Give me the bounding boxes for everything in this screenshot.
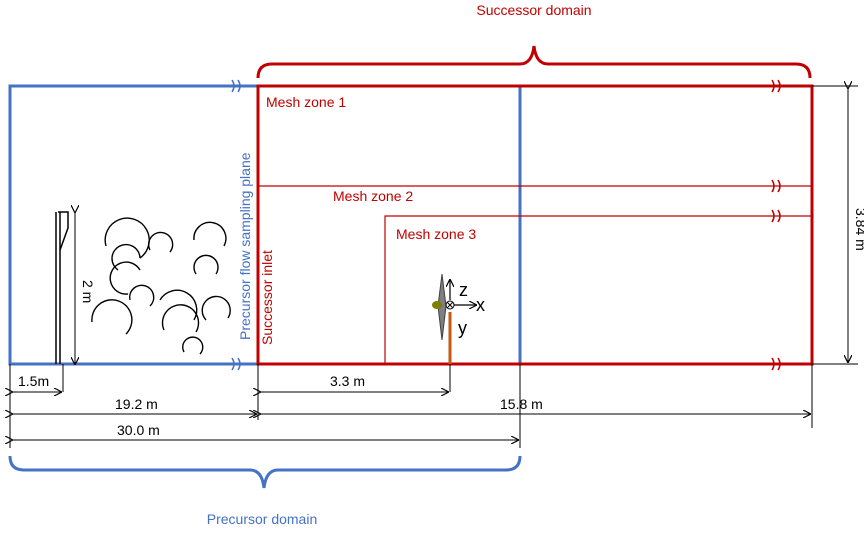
axis-x-label: x bbox=[476, 295, 485, 315]
axis-y-label: y bbox=[458, 318, 467, 338]
turbine-icon bbox=[432, 273, 455, 364]
precursor-sampling-plane-label: Precursor flow sampling plane bbox=[237, 152, 253, 340]
successor-domain-label: Successor domain bbox=[476, 2, 591, 18]
precursor-break-bottom bbox=[231, 357, 241, 371]
successor-brace bbox=[256, 45, 812, 79]
mesh-zone-2-label: Mesh zone 2 bbox=[333, 188, 413, 204]
mesh-zone-3-line bbox=[384, 215, 812, 364]
dim-3-3m-label: 3.3 m bbox=[330, 373, 365, 389]
mesh-zone-1-label: Mesh zone 1 bbox=[266, 94, 346, 110]
successor-domain-box bbox=[256, 84, 814, 366]
dim-19-2m-label: 19.2 m bbox=[115, 396, 158, 412]
successor-break-4 bbox=[771, 357, 781, 371]
dim-1-5m-label: 1.5m bbox=[18, 373, 49, 389]
mesh-zone-3-label: Mesh zone 3 bbox=[396, 226, 476, 242]
successor-break-2 bbox=[771, 179, 781, 193]
precursor-brace bbox=[8, 455, 522, 489]
precursor-domain-label: Precursor domain bbox=[207, 511, 318, 527]
successor-break-3 bbox=[771, 209, 781, 223]
dim-30-0m-label: 30.0 m bbox=[117, 422, 160, 438]
successor-inlet-label: Successor inlet bbox=[259, 250, 275, 345]
dim-384-label: 3.84 m bbox=[853, 208, 864, 251]
roughness-elements bbox=[91, 217, 231, 355]
dim-15-8m-label: 15.8 m bbox=[500, 396, 543, 412]
axis-z-label: z bbox=[459, 280, 468, 300]
dim-2m-label: 2 m bbox=[80, 280, 96, 303]
spire-element bbox=[55, 211, 69, 364]
successor-break-1 bbox=[771, 79, 781, 93]
precursor-break-top bbox=[231, 79, 241, 93]
